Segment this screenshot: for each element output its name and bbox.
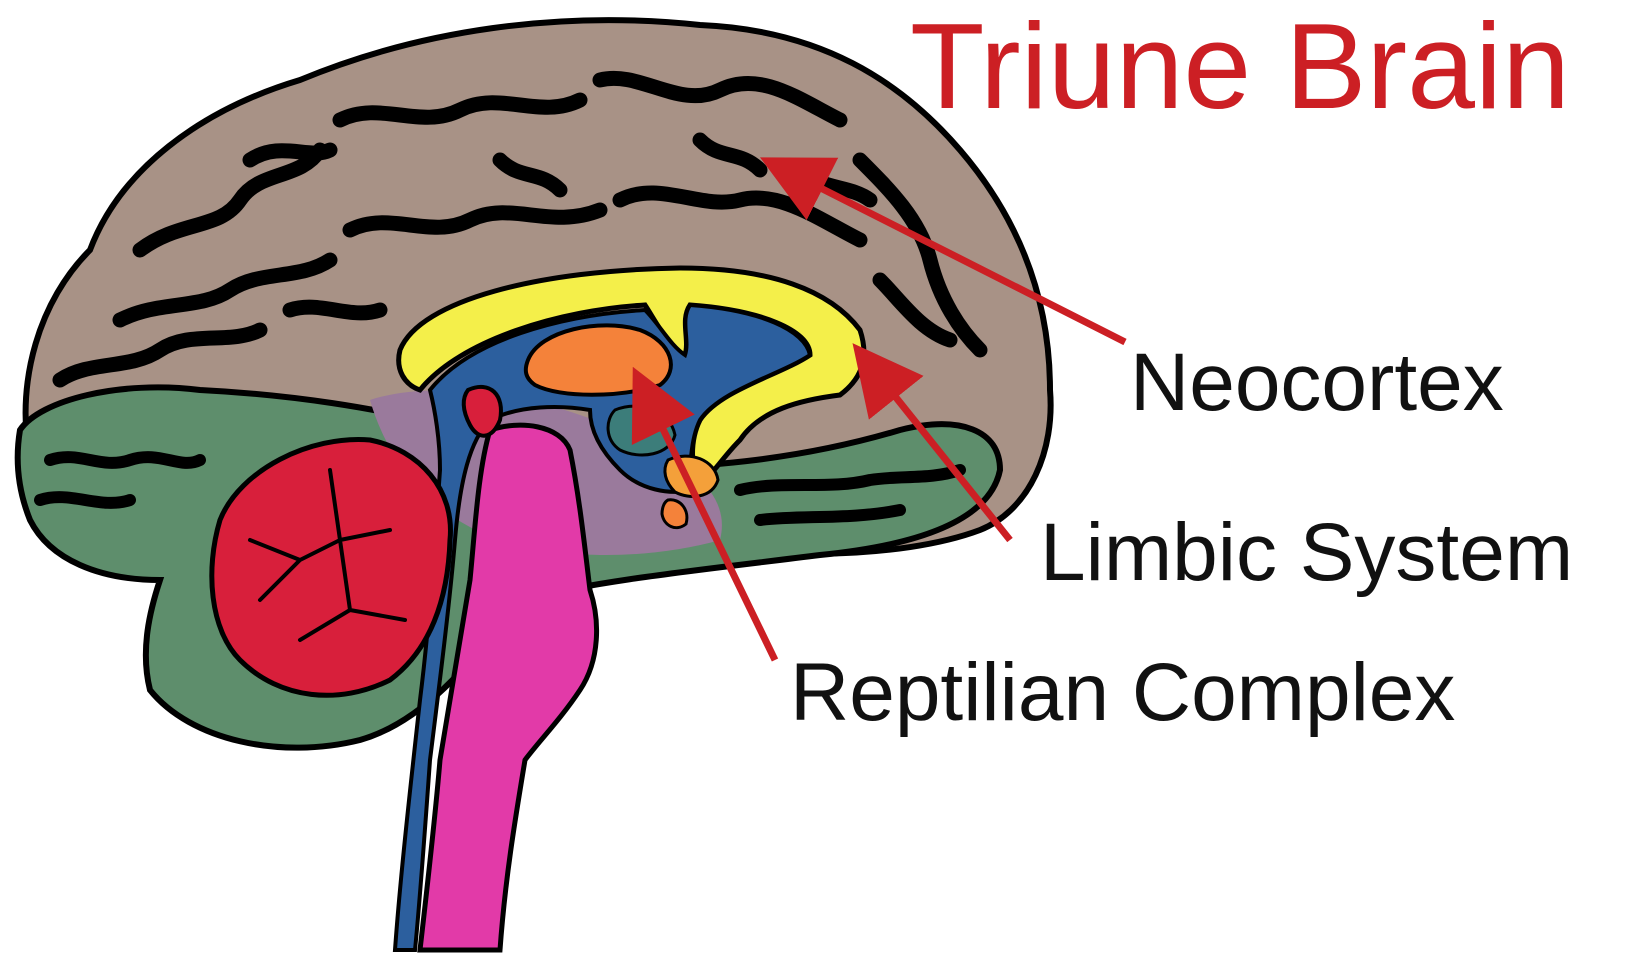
diagram-title: Triune Brain bbox=[910, 0, 1570, 134]
reptilian-complex-label: Reptilian Complex bbox=[790, 647, 1455, 738]
brain-illustration bbox=[18, 20, 1051, 950]
limbic-system-label: Limbic System bbox=[1040, 507, 1573, 598]
pituitary-region bbox=[662, 500, 687, 528]
neocortex-label: Neocortex bbox=[1130, 337, 1504, 428]
